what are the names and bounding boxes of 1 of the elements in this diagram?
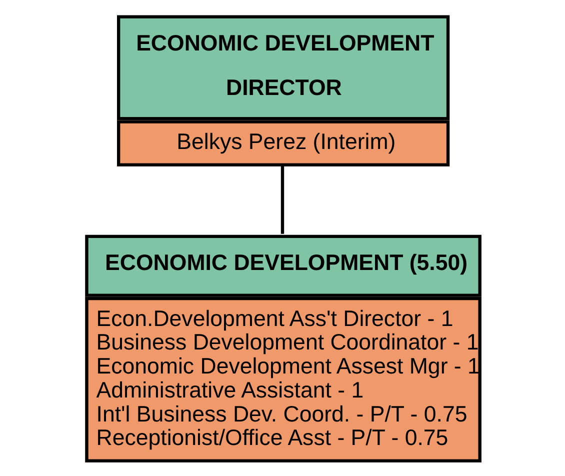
connector xyxy=(280,166,284,234)
